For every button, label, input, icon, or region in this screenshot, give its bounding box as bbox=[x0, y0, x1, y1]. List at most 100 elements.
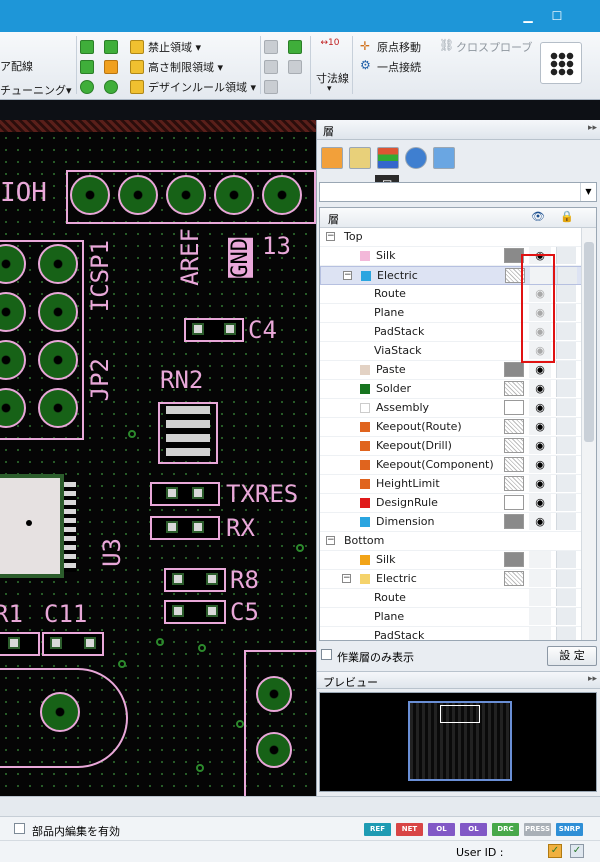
visibility-eye-icon[interactable]: ◉ bbox=[529, 285, 551, 302]
visibility-eye-icon[interactable] bbox=[529, 627, 551, 640]
lock-toggle[interactable] bbox=[556, 323, 576, 340]
green-tool-icon[interactable] bbox=[288, 40, 302, 54]
layer-row[interactable]: Keepout(Route)◉ bbox=[320, 418, 582, 437]
collapse-toggle-icon[interactable]: − bbox=[343, 270, 352, 280]
layer-row[interactable]: −Electric bbox=[320, 570, 582, 589]
height-limit-menu[interactable]: 高さ制限領域 ▾ bbox=[148, 61, 224, 74]
layer-row[interactable]: Paste◉ bbox=[320, 361, 582, 380]
layer-pattern-swatch[interactable] bbox=[504, 571, 524, 586]
preview-collapse-icon[interactable]: ▸▸ bbox=[587, 674, 597, 684]
parts-tab-icon[interactable] bbox=[349, 147, 371, 169]
maximize-button[interactable]: ☐ bbox=[546, 6, 568, 26]
lock-toggle[interactable] bbox=[556, 399, 576, 416]
mode-badge[interactable]: OL bbox=[428, 823, 455, 836]
dimension-button[interactable]: 寸法線 bbox=[316, 72, 349, 85]
layer-pattern-swatch[interactable] bbox=[504, 419, 524, 434]
visibility-eye-icon[interactable]: ◉ bbox=[529, 323, 551, 340]
visibility-eye-icon[interactable]: ◉ bbox=[529, 380, 551, 397]
dimension-caret[interactable]: ▾ bbox=[327, 84, 332, 94]
keepout-menu[interactable]: 禁止領域 ▾ bbox=[148, 41, 202, 54]
collapse-toggle-icon[interactable]: − bbox=[326, 231, 335, 241]
layer-pattern-swatch[interactable] bbox=[504, 514, 524, 529]
gray-tool-2-icon[interactable] bbox=[264, 60, 278, 74]
route-command[interactable]: ア配線 bbox=[0, 60, 33, 73]
lock-toggle[interactable] bbox=[556, 513, 576, 530]
layer-set-combo[interactable]: ▼ bbox=[319, 182, 597, 202]
collapse-icon[interactable]: ▸▸ bbox=[587, 123, 597, 133]
object-tab-icon[interactable] bbox=[405, 147, 427, 169]
mode-badge[interactable]: DRC bbox=[492, 823, 519, 836]
app-menu-button[interactable] bbox=[540, 42, 582, 84]
layer-row[interactable]: PadStack bbox=[320, 627, 582, 640]
mode-badge[interactable]: OL bbox=[460, 823, 487, 836]
layer-pattern-swatch[interactable] bbox=[504, 552, 524, 567]
lock-toggle[interactable] bbox=[556, 494, 576, 511]
layer-row[interactable]: Route◉ bbox=[320, 285, 582, 304]
project-tab-icon[interactable] bbox=[321, 147, 343, 169]
one-point-connect-button[interactable]: 一点接続 bbox=[377, 61, 421, 74]
lock-toggle[interactable] bbox=[556, 418, 576, 435]
mode-badge[interactable]: SNRP bbox=[556, 823, 583, 836]
gray-tool-4-icon[interactable] bbox=[264, 80, 278, 94]
tree-scrollbar[interactable] bbox=[581, 228, 596, 640]
layer-pattern-swatch[interactable] bbox=[504, 495, 524, 510]
layer-row[interactable]: Keepout(Component)◉ bbox=[320, 456, 582, 475]
visibility-eye-icon[interactable] bbox=[529, 551, 551, 568]
lock-toggle[interactable] bbox=[556, 285, 576, 302]
layer-pattern-swatch[interactable] bbox=[504, 476, 524, 491]
collapse-toggle-icon[interactable]: − bbox=[342, 573, 351, 583]
mode-badge[interactable]: NET bbox=[396, 823, 423, 836]
lock-toggle[interactable] bbox=[556, 551, 576, 568]
layer-row[interactable]: PadStack◉ bbox=[320, 323, 582, 342]
shape-edit-icon[interactable] bbox=[104, 40, 118, 54]
visibility-eye-icon[interactable] bbox=[529, 570, 551, 587]
gray-tool-1-icon[interactable] bbox=[264, 40, 278, 54]
pcb-canvas[interactable]: IOH ICSP1 JP2 AREF GND 13 C4 RN2 TXRES bbox=[0, 120, 316, 796]
lock-toggle[interactable] bbox=[556, 570, 576, 587]
circle-tool-icon[interactable] bbox=[80, 80, 94, 94]
layer-pattern-swatch[interactable] bbox=[504, 381, 524, 396]
layer-row[interactable]: Plane◉ bbox=[320, 304, 582, 323]
lock-toggle[interactable] bbox=[556, 380, 576, 397]
layer-pattern-swatch[interactable] bbox=[504, 457, 524, 472]
layer-row[interactable]: −Bottom bbox=[320, 532, 582, 551]
visibility-eye-icon[interactable] bbox=[529, 608, 551, 625]
grid-tab-icon[interactable] bbox=[433, 147, 455, 169]
check-green-icon[interactable]: ✓ bbox=[570, 844, 584, 858]
layer-row[interactable]: Route bbox=[320, 589, 582, 608]
lock-toggle[interactable] bbox=[556, 437, 576, 454]
lock-toggle[interactable] bbox=[556, 608, 576, 625]
layer-row[interactable]: Solder◉ bbox=[320, 380, 582, 399]
lock-toggle[interactable] bbox=[556, 247, 576, 264]
layer-row[interactable]: Silk bbox=[320, 551, 582, 570]
mode-badge[interactable]: REF bbox=[364, 823, 391, 836]
work-layer-only-checkbox[interactable] bbox=[321, 649, 332, 660]
lock-toggle[interactable] bbox=[556, 589, 576, 606]
visibility-eye-icon[interactable] bbox=[529, 589, 551, 606]
layer-row[interactable]: Dimension◉ bbox=[320, 513, 582, 532]
visibility-eye-icon[interactable]: ◉ bbox=[529, 304, 551, 321]
design-rule-menu[interactable]: デザインルール領域 ▾ bbox=[148, 81, 257, 94]
lock-toggle[interactable] bbox=[556, 304, 576, 321]
minimize-button[interactable]: ▁ bbox=[517, 6, 539, 26]
visibility-eye-icon[interactable]: ◉ bbox=[529, 418, 551, 435]
edit-in-part-checkbox[interactable] bbox=[14, 823, 25, 834]
visibility-eye-icon[interactable] bbox=[530, 267, 552, 284]
layer-row[interactable]: −Top bbox=[320, 228, 582, 247]
layer-pattern-swatch[interactable] bbox=[504, 400, 524, 415]
layer-row[interactable]: HeightLimit◉ bbox=[320, 475, 582, 494]
origin-move-button[interactable]: 原点移動 bbox=[377, 41, 421, 54]
layer-tab-icon[interactable] bbox=[377, 147, 399, 169]
lock-toggle[interactable] bbox=[557, 267, 577, 284]
board-preview[interactable] bbox=[319, 692, 597, 792]
scrollbar-thumb[interactable] bbox=[584, 242, 594, 442]
tuning-menu[interactable]: チューニング▾ bbox=[0, 84, 72, 97]
visibility-eye-icon[interactable]: ◉ bbox=[529, 342, 551, 359]
copy-tool-icon[interactable] bbox=[104, 60, 118, 74]
visibility-eye-icon[interactable]: ◉ bbox=[529, 494, 551, 511]
visibility-eye-icon[interactable]: ◉ bbox=[529, 475, 551, 492]
cross-probe-button[interactable]: クロスプローブ bbox=[456, 41, 533, 54]
layer-row[interactable]: Plane bbox=[320, 608, 582, 627]
visibility-eye-icon[interactable]: ◉ bbox=[529, 456, 551, 473]
rect-tool-icon[interactable] bbox=[80, 60, 94, 74]
